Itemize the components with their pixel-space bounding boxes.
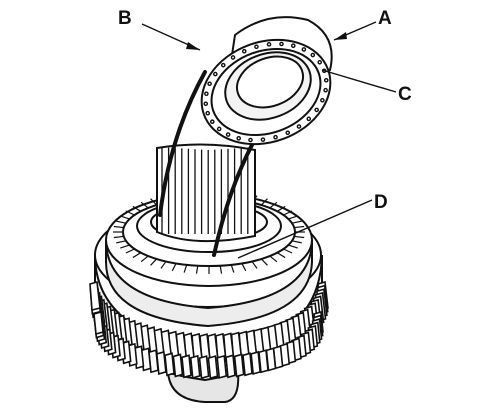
ring-tooth (150, 198, 158, 206)
ring-cog (296, 124, 302, 129)
ring-cog (279, 41, 284, 47)
ring-tooth (288, 244, 298, 249)
ring-tooth (132, 252, 142, 259)
ring-tooth (150, 258, 158, 266)
ring-tooth (125, 248, 135, 254)
synchronizer-ring (200, 38, 332, 146)
callout-d: D (374, 192, 388, 213)
gear-tooth-lower (164, 352, 175, 377)
ring-cog (290, 43, 296, 48)
ring-tooth (219, 265, 223, 274)
ring-tooth (116, 220, 127, 224)
ring-cog (260, 137, 266, 142)
ring-tooth (294, 235, 305, 239)
ring-cog (207, 81, 212, 87)
gear-tooth-lower (198, 355, 210, 380)
ring-tooth (288, 215, 298, 220)
gear-tooth-lower (172, 353, 184, 378)
ring-cog (236, 136, 242, 141)
ring-tooth (113, 225, 124, 229)
ring-tooth (291, 240, 302, 244)
ring-cog (216, 126, 222, 132)
ring-cog (314, 107, 319, 113)
ring-tooth (120, 244, 130, 249)
ring-tooth (241, 263, 247, 272)
ring-tooth (260, 258, 268, 266)
gear-tooth-lower (207, 355, 219, 380)
ring-tooth (276, 252, 286, 259)
ring-tooth (260, 198, 268, 206)
gear-tooth-lower (258, 349, 269, 374)
ring-cog (230, 55, 236, 60)
ring-cog (320, 97, 325, 103)
gear-tooth-lower (250, 350, 262, 375)
ring-cog (317, 59, 323, 65)
ring-tooth (160, 261, 167, 269)
ring-tooth (183, 264, 188, 273)
shaft-splines (161, 147, 249, 234)
ring-tooth (230, 264, 235, 273)
ring-tooth (283, 210, 293, 216)
ring-cog (220, 62, 226, 68)
gear-tooth-lower (242, 352, 253, 377)
ring-tooth (269, 201, 278, 209)
callout-c: C (398, 84, 412, 105)
gear-tooth-lower (93, 310, 104, 336)
ring-cog (213, 71, 218, 77)
ring-cog (310, 52, 316, 58)
ring-tooth (291, 220, 302, 224)
ring-cog (204, 91, 209, 97)
ring-tooth (125, 210, 135, 216)
ring-cog (285, 130, 291, 136)
ring-tooth (132, 205, 142, 212)
ring-tooth (195, 265, 199, 274)
ring-cog (205, 110, 211, 116)
ring-cog (273, 134, 278, 140)
ring-cog (203, 101, 209, 107)
ring-cog (266, 42, 272, 47)
ring-tooth (120, 215, 130, 220)
ring-cog (323, 77, 329, 83)
ring-tooth (269, 255, 278, 263)
ring-tooth (283, 248, 293, 254)
ring-tooth (140, 201, 149, 209)
gear-tooth-lower (189, 354, 201, 379)
ring-cog (306, 116, 312, 122)
ring-cog (241, 48, 247, 54)
ring-cog (209, 119, 215, 125)
ring-tooth (171, 263, 177, 272)
ring-cog-marks (203, 41, 329, 143)
leader-arrowheads (186, 32, 347, 50)
ring-tooth (294, 225, 305, 229)
gear-tooth (89, 280, 101, 312)
ring-cog (225, 132, 231, 137)
ring-cog (254, 44, 259, 50)
ring-cog (301, 47, 307, 52)
ring-tooth (276, 205, 286, 212)
gear-tooth-lower (181, 354, 192, 379)
callout-a: A (378, 8, 392, 29)
gear-tooth-lower (233, 353, 245, 378)
callout-b: B (118, 8, 132, 29)
ring-tooth (140, 255, 149, 263)
gear-tooth-lower (216, 354, 228, 379)
ring-tooth (251, 261, 258, 269)
gear-teeth (89, 280, 329, 380)
ring-tooth (113, 235, 124, 239)
ring-tooth (116, 240, 127, 244)
gear-tooth-lower (225, 354, 236, 379)
ring-cog (323, 87, 328, 93)
ring-cog (248, 137, 253, 143)
